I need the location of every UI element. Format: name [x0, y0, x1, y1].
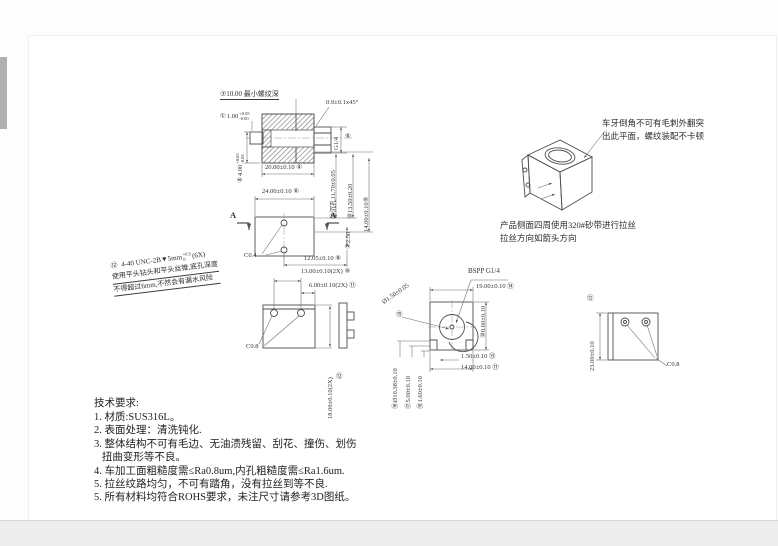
tech-line: 2. 表面处理：清洗钝化.	[94, 425, 202, 437]
tech-line: 5. 拉丝纹路均匀，不可有踏角，没有拉丝到等不良.	[94, 479, 328, 491]
bottom-view	[258, 278, 355, 349]
dim-19-00: 19.00±0.10 ⑭	[476, 283, 514, 290]
dim-24-00: 24.00±0.10 ⑥	[262, 188, 300, 195]
dim-1-50-b: 1.50±0.10 ⑬	[461, 353, 496, 360]
dim-20-00: 20.00±0.10 ④	[265, 164, 303, 171]
iso-note-burr: 车牙倒角不可有毛刺外翻突 出此平面，螺纹装配不卡顿	[602, 118, 705, 141]
tech-line: 5. 所有材料均符合ROHS要求，未注尺寸请参考3D图纸。	[94, 492, 356, 504]
technical-requirements: 技术要求: 1. 材质:SUS316L。 2. 表面处理：清洗钝化. 3. 整体…	[94, 397, 357, 505]
dim-0-60: ⑩0.60±0.10	[480, 305, 487, 338]
dim-6-00-2x: 6.00±0.10(2X) ⑪	[309, 282, 356, 289]
dim-dia-10-38: ⑯Ø10.38±0.10	[392, 368, 399, 409]
section-view	[244, 99, 373, 233]
section-mark-a-left: A	[230, 210, 237, 220]
dim-14-00-b: 14.00±0.10 ⑰	[461, 364, 499, 371]
dim-c08-left: C0.8	[246, 343, 259, 350]
dim-13-00-2x: 13.00±0.10(2X) ⑨	[301, 268, 351, 275]
tech-line: 4. 车加工面粗糙度需≤Ra0.8um,内孔粗糙度需≤Ra1.6um.	[94, 465, 345, 477]
dim-23-00: 23.00±0.10	[589, 341, 596, 371]
dim-5-00: ⑰5.00±0.10	[405, 376, 412, 409]
dim-c08-right: C0.8	[667, 361, 680, 368]
dim-min-thread-depth: ⑦10.00 最小螺纹深	[220, 90, 279, 100]
dim-2-50: ②2.50	[345, 231, 352, 249]
right-view	[596, 312, 668, 367]
dim-g14: G1/4	[333, 137, 340, 150]
section-mark-a-right: A	[330, 210, 337, 220]
balloon-1: ①	[220, 112, 226, 120]
port-view	[397, 279, 508, 372]
dim-12-05: 12.05±0.10 ⑧	[304, 255, 342, 262]
tech-line: 3. 整体结构不可有毛边、无油渍残留、刮花、撞伤、划伤	[94, 438, 357, 450]
front-view	[237, 196, 349, 267]
dim-14-00-a: 14.00±0.10⑤	[363, 196, 370, 232]
iso-note-brushing: 产品侧面四周使用320#砂带进行拉丝 拉丝方向如箭头方向	[500, 220, 637, 243]
balloon-g14: ⑥	[345, 133, 351, 140]
dim-13-50: ⑩13.50±0.20	[347, 183, 354, 219]
tech-line: 扭曲变形等不良。	[94, 452, 186, 464]
tech-line: 1. 材质:SUS316L。	[94, 412, 181, 423]
tech-title: 技术要求:	[94, 398, 139, 409]
left-edge-strip	[0, 57, 7, 129]
balloon-dia-1-50: ⑮	[396, 311, 403, 318]
dim-chamfer: 0.9±0.1x45°	[326, 99, 359, 106]
bottom-bar	[0, 520, 778, 546]
dim-c04: C0.4	[244, 252, 257, 259]
drawing-sheet	[28, 35, 777, 522]
label-bspp-g14: BSPP G1/4	[468, 267, 500, 275]
isometric-view	[521, 130, 606, 211]
balloon-18-00: ⑫	[336, 373, 343, 380]
dim-1-60: ⑱1.60±0.10	[417, 376, 424, 409]
balloon-23-00: ⑫	[587, 295, 594, 302]
